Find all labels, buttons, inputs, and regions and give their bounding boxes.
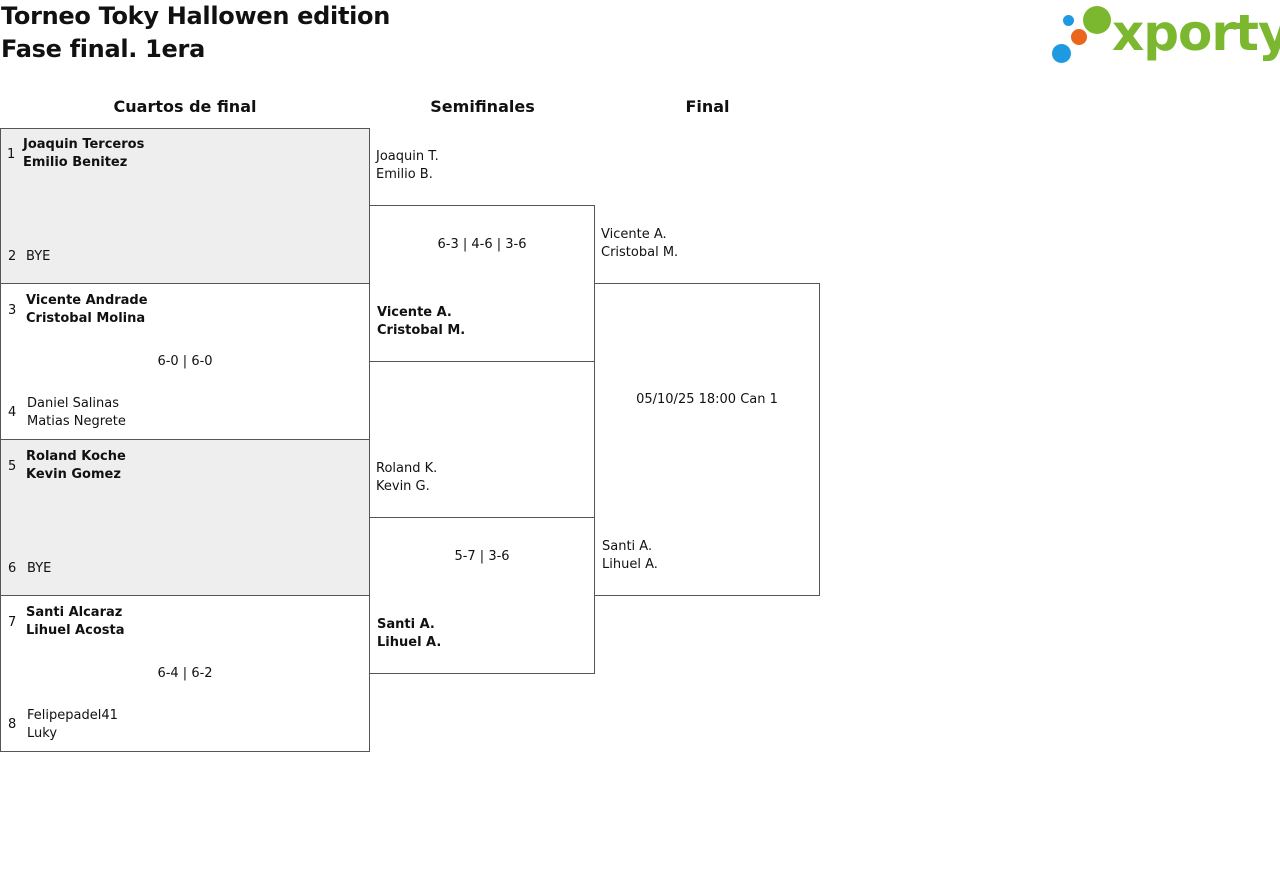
player-name: Matias Negrete: [27, 414, 126, 429]
player-name: Felipepadel41: [27, 708, 118, 723]
tournament-title: Torneo Toky Hallowen edition: [1, 2, 391, 30]
match-score: 6-4 | 6-2: [157, 666, 213, 681]
seed-number: 5: [8, 459, 17, 474]
match-score: 5-7 | 3-6: [454, 549, 510, 564]
team-b: BYE: [26, 248, 50, 266]
seed-number: 4: [8, 405, 17, 420]
semi-match-2[interactable]: 5-7 | 3-6 Santi A. Lihuel A.: [369, 517, 595, 674]
xporty-logo: xporty: [1050, 4, 1280, 68]
player-name: Kevin G.: [376, 479, 430, 494]
quarter-match-1[interactable]: 1 Joaquin Terceros Emilio Benitez 2 BYE: [0, 128, 370, 284]
semi-1-team-b: Vicente A. Cristobal M.: [377, 304, 465, 340]
final-team-a: Vicente A. Cristobal M.: [601, 226, 678, 262]
semi-2-team-a: Roland K. Kevin G.: [376, 460, 437, 496]
team-b: Felipepadel41 Luky: [27, 707, 118, 743]
player-name: Joaquin T.: [376, 149, 439, 164]
player-name: Lihuel A.: [377, 635, 442, 650]
player-name: Cristobal M.: [601, 245, 679, 260]
semi-1-team-a: Joaquin T. Emilio B.: [376, 148, 439, 184]
player-name: BYE: [27, 561, 52, 576]
quarter-match-2[interactable]: 3 Vicente Andrade Cristobal Molina 6-0 |…: [0, 283, 370, 440]
player-name: Vicente A.: [377, 305, 452, 320]
quarter-match-3[interactable]: 5 Roland Koche Kevin Gomez 6 BYE: [0, 439, 370, 596]
final-team-b: Santi A. Lihuel A.: [602, 538, 658, 574]
seed-number: 8: [8, 717, 17, 732]
logo-dot-orange: [1071, 29, 1087, 45]
round-header-quarters: Cuartos de final: [113, 97, 257, 116]
seed-number: 3: [8, 303, 17, 318]
player-name: Emilio Benitez: [23, 155, 128, 170]
seed-number: 7: [8, 615, 17, 630]
player-name: Roland Koche: [26, 449, 126, 464]
team-a: Joaquin Terceros Emilio Benitez: [23, 136, 144, 172]
player-name: Santi A.: [377, 617, 435, 632]
logo-dot-green: [1083, 6, 1111, 34]
player-name: Lihuel A.: [602, 557, 658, 572]
logo-dot-blue-small: [1063, 15, 1074, 26]
player-name: BYE: [26, 249, 51, 264]
logo-dot-blue-large: [1052, 44, 1071, 63]
player-name: Luky: [27, 726, 58, 741]
player-name: Roland K.: [376, 461, 438, 476]
team-a: Roland Koche Kevin Gomez: [26, 448, 126, 484]
final-match[interactable]: 05/10/25 18:00 Can 1 Santi A. Lihuel A.: [594, 283, 820, 596]
round-header-semis: Semifinales: [430, 97, 535, 116]
team-b: Daniel Salinas Matias Negrete: [27, 395, 126, 431]
semi-match-1[interactable]: 6-3 | 4-6 | 3-6 Vicente A. Cristobal M.: [369, 205, 595, 362]
player-name: Lihuel Acosta: [26, 623, 125, 638]
player-name: Daniel Salinas: [27, 396, 119, 411]
player-name: Cristobal M.: [377, 323, 466, 338]
player-name: Joaquin Terceros: [23, 137, 145, 152]
round-header-final: Final: [685, 97, 730, 116]
player-name: Vicente A.: [601, 227, 667, 242]
seed-number: 2: [8, 249, 17, 264]
player-name: Santi Alcaraz: [26, 605, 123, 620]
seed-number: 1: [7, 147, 16, 162]
phase-subtitle: Fase final. 1era: [1, 35, 205, 63]
player-name: Emilio B.: [376, 167, 433, 182]
player-name: Kevin Gomez: [26, 467, 121, 482]
match-score: 6-0 | 6-0: [157, 354, 213, 369]
team-b: BYE: [27, 560, 51, 578]
team-a: Santi Alcaraz Lihuel Acosta: [26, 604, 124, 640]
player-name: Cristobal Molina: [26, 311, 146, 326]
logo-text: xporty: [1112, 4, 1280, 62]
match-score: 6-3 | 4-6 | 3-6: [437, 237, 527, 252]
match-schedule: 05/10/25 18:00 Can 1: [636, 392, 778, 407]
seed-number: 6: [8, 561, 17, 576]
semi-2-team-b: Santi A. Lihuel A.: [377, 616, 441, 652]
player-name: Santi A.: [602, 539, 653, 554]
player-name: Vicente Andrade: [26, 293, 148, 308]
quarter-match-4[interactable]: 7 Santi Alcaraz Lihuel Acosta 6-4 | 6-2 …: [0, 595, 370, 752]
team-a: Vicente Andrade Cristobal Molina: [26, 292, 148, 328]
